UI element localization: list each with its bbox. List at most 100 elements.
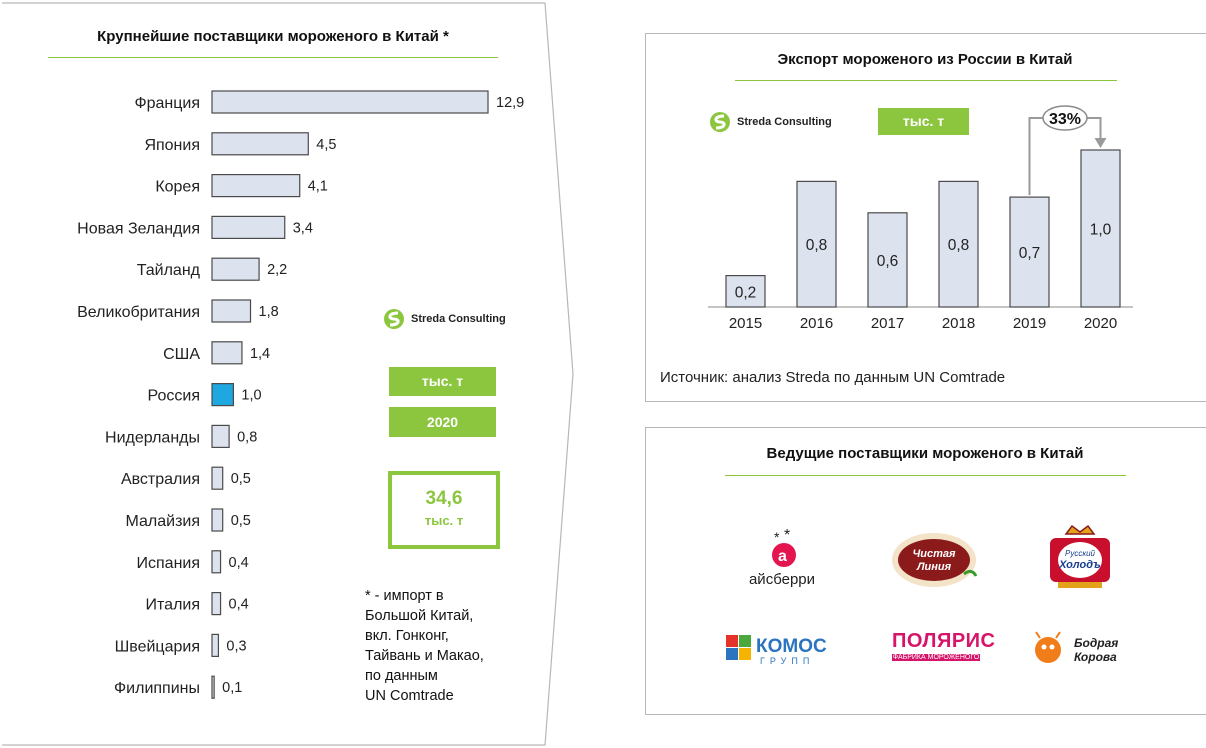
streda-logo-icon	[384, 309, 404, 329]
komos-icon: КОМОС ГРУПП	[726, 635, 827, 666]
category-label: Нидерланды	[105, 429, 200, 446]
export-chart-title: Экспорт мороженого из России в Китай	[777, 51, 1073, 68]
value-label: 0,2	[735, 284, 757, 301]
svg-text:Холодъ: Холодъ	[1058, 559, 1101, 571]
value-label: 3,4	[293, 220, 313, 236]
bar	[211, 591, 222, 616]
bar	[211, 675, 215, 699]
export-title-rule	[735, 80, 1117, 81]
svg-text:Корова: Корова	[1074, 650, 1117, 664]
left-title-rule	[48, 57, 498, 58]
year-label: 2019	[1013, 315, 1046, 332]
value-label: 0,7	[1019, 245, 1041, 262]
growth-badge	[1042, 105, 1088, 131]
bar	[725, 275, 766, 308]
value-label: 0,4	[229, 555, 249, 571]
bar	[211, 299, 252, 323]
footnote-line: * - импорт в	[365, 588, 444, 604]
streda-logo-icon	[710, 112, 730, 132]
footnote-line: Большой Китай,	[365, 608, 474, 624]
suppliers-title: Ведущие поставщики мороженого в Китай	[766, 445, 1084, 462]
value-label: 0,8	[806, 237, 828, 254]
svg-text:КОМОС: КОМОС	[756, 636, 827, 657]
year-label: 2018	[942, 315, 975, 332]
bar	[1080, 149, 1121, 308]
year-label: 2017	[871, 315, 904, 332]
bar	[211, 383, 234, 407]
bar	[211, 550, 222, 574]
svg-text:Бодрая: Бодрая	[1074, 636, 1118, 650]
bar	[796, 180, 837, 308]
left-panel-frame	[2, 2, 574, 746]
year-label: 2015	[729, 315, 762, 332]
value-label: 1,8	[259, 304, 279, 320]
chistaya-liniya-icon: Чистая Линия	[892, 533, 978, 587]
left-chart-title: Крупнейшие поставщики мороженого в Китай…	[97, 28, 449, 45]
category-label: Малайзия	[125, 513, 200, 530]
bar	[211, 173, 301, 198]
value-label: 1,0	[241, 388, 261, 404]
category-label: Великобритания	[77, 304, 200, 321]
bar	[211, 508, 224, 532]
svg-text:*: *	[784, 528, 790, 544]
footnote-line: вкл. Гонконг,	[365, 628, 449, 644]
value-label: 4,1	[308, 179, 328, 195]
value-label: 0,8	[948, 237, 970, 254]
russkiy-holod-logo: Русский Холодъ	[1044, 520, 1116, 594]
category-label: Новая Зеландия	[77, 220, 200, 237]
bodraya-korova-icon: Бодрая Корова	[1035, 631, 1118, 664]
value-label: 0,3	[226, 638, 246, 654]
streda-logo-text: Streda Consulting	[411, 313, 506, 325]
year-label: 2020	[1084, 315, 1117, 332]
bodraya-korova-logo: Бодрая Корова	[1034, 628, 1126, 670]
polyaris-sub: ФАБРИКА МОРОЖЕНОГО	[892, 654, 980, 661]
total-value: 34,6	[425, 488, 463, 509]
svg-text:ГРУПП: ГРУПП	[760, 656, 814, 666]
svg-text:а: а	[778, 548, 787, 565]
footnote-line: Тайвань и Макао,	[365, 648, 484, 664]
value-label: 1,4	[250, 346, 270, 362]
streda-logo-text: Streda Consulting	[737, 116, 832, 128]
value-label: 2,2	[267, 262, 287, 278]
category-label: Италия	[146, 597, 200, 614]
category-label: Япония	[144, 137, 200, 154]
category-label: США	[163, 346, 200, 363]
svg-text:*: *	[774, 529, 780, 545]
value-label: 1,0	[1090, 222, 1112, 239]
category-label: Россия	[148, 388, 200, 405]
value-label: 0,8	[237, 429, 257, 445]
bar	[867, 212, 908, 308]
footnote-line: по данным	[365, 668, 438, 684]
value-label: 0,6	[877, 253, 899, 270]
suppliers-title-rule	[725, 475, 1126, 476]
value-label: 0,5	[231, 471, 251, 487]
footnote: * - импорт в Большой Китай, вкл. Гонконг…	[365, 586, 535, 706]
value-label: 4,5	[316, 137, 336, 153]
category-label: Швейцария	[115, 638, 200, 655]
svg-text:Линия: Линия	[916, 561, 952, 573]
value-label: 0,5	[231, 513, 251, 529]
chistaya-liniya-logo: Чистая Линия	[888, 530, 980, 590]
total-unit: тыс. т	[424, 513, 464, 528]
total-box: 34,6 тыс. т	[388, 471, 500, 549]
category-label: Австралия	[121, 471, 200, 488]
iceberry-name: айсберри	[748, 571, 816, 588]
year-tag: 2020	[389, 407, 496, 437]
bar	[211, 90, 489, 114]
bar	[211, 215, 286, 239]
bar	[211, 341, 243, 365]
category-label: Тайланд	[137, 262, 201, 279]
category-label: Корея	[155, 179, 200, 196]
category-label: Испания	[137, 555, 201, 572]
svg-text:Чистая: Чистая	[912, 548, 956, 560]
bar	[211, 466, 224, 490]
bar	[1009, 196, 1050, 308]
export-unit-tag: тыс. т	[878, 108, 969, 135]
streda-logo: Streda Consulting	[383, 308, 506, 330]
unit-tag: тыс. т	[389, 367, 496, 396]
streda-logo-export: Streda Consulting	[709, 111, 832, 133]
polyaris-name: ПОЛЯРИС	[892, 630, 996, 652]
category-label: Филиппины	[114, 680, 200, 697]
komos-logo: КОМОС ГРУПП	[726, 632, 838, 668]
